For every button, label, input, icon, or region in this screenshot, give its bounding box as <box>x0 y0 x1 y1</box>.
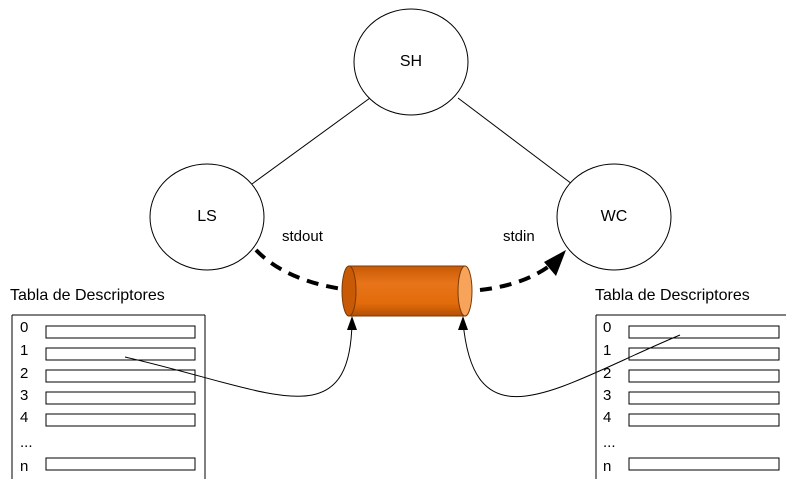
right-descriptor-table: 0 1 2 3 4 ... n <box>595 314 786 479</box>
right-row-index: ... <box>603 434 616 451</box>
right-fd0-arrowhead <box>458 316 468 330</box>
node-wc: WC <box>556 163 672 271</box>
right-descriptor-slot <box>628 369 780 383</box>
node-ls-label: LS <box>197 208 217 225</box>
right-descriptor-slot <box>628 413 780 427</box>
right-row-index: 4 <box>603 409 611 426</box>
right-descriptor-slot <box>628 391 780 405</box>
right-descriptor-slot <box>628 457 780 471</box>
left-descriptor-slot <box>45 347 196 361</box>
right-descriptor-slot <box>628 325 780 339</box>
left-row-index: 2 <box>20 365 28 382</box>
left-row-index: n <box>20 458 28 475</box>
pipe <box>341 265 473 317</box>
stdin-arrowhead <box>544 250 566 276</box>
left-descriptor-slot <box>45 325 196 339</box>
right-fd0-pointer-line <box>462 321 681 398</box>
node-wc-label: WC <box>601 208 628 225</box>
edge-sh-ls <box>251 97 371 185</box>
left-descriptor-table: 0 1 2 3 4 ... n <box>11 314 206 479</box>
left-descriptor-slot <box>45 413 196 427</box>
right-descriptor-slot <box>628 347 780 361</box>
stdout-dashed-arrow <box>254 248 343 291</box>
edge-sh-wc <box>457 97 573 185</box>
stdin-dashed-arrow <box>479 262 554 292</box>
left-row-index: 0 <box>20 319 28 336</box>
right-row-index: n <box>603 458 611 475</box>
pipe-open-end <box>457 265 473 317</box>
left-table-title: Tabla de Descriptores <box>10 287 165 304</box>
left-row-index: 4 <box>20 409 28 426</box>
right-row-index: 0 <box>603 319 611 336</box>
left-descriptor-slot <box>45 369 196 383</box>
left-descriptor-slot <box>45 457 196 471</box>
left-row-index: 3 <box>20 387 28 404</box>
right-row-index: 1 <box>603 342 611 359</box>
node-sh-label: SH <box>400 53 422 70</box>
right-row-index: 2 <box>603 365 611 382</box>
left-fd1-pointer-line <box>124 321 353 397</box>
stdout-label: stdout <box>282 228 324 245</box>
left-row-index: 1 <box>20 342 28 359</box>
left-row-index: ... <box>20 434 33 451</box>
node-ls: LS <box>149 163 265 271</box>
right-row-index: 3 <box>603 387 611 404</box>
left-fd1-arrowhead <box>347 316 357 330</box>
right-table-title: Tabla de Descriptores <box>595 287 750 304</box>
left-descriptor-slot <box>45 391 196 405</box>
node-sh: SH <box>353 8 469 116</box>
stdin-label: stdin <box>503 228 535 245</box>
